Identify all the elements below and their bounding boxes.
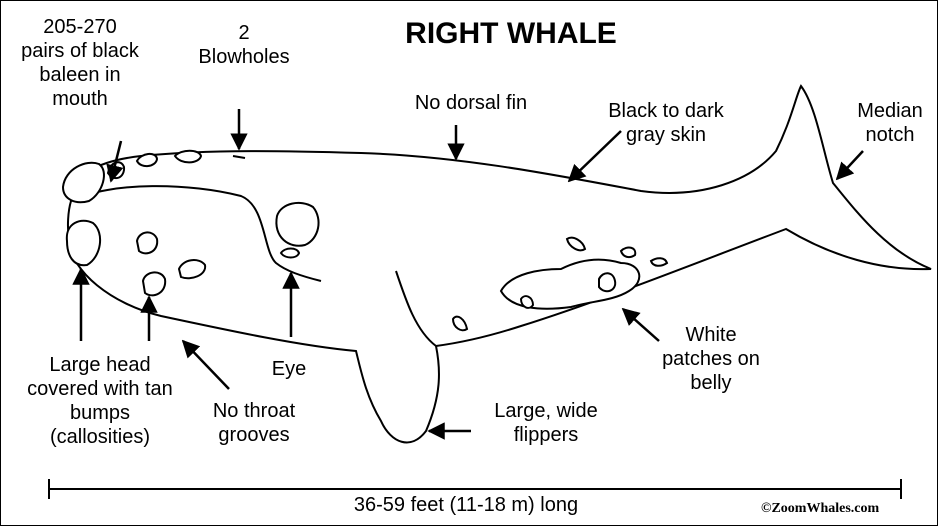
blowhole [233,156,245,158]
label-large-head: Large head covered with tan bumps (callo… [5,353,195,449]
label-belly-patches: White patches on belly [641,323,781,395]
callosity [137,232,157,253]
callosity [67,221,100,265]
belly-patch [621,248,635,258]
belly-patch [521,296,533,308]
belly-patch [599,273,615,291]
label-throat-grooves: No throat grooves [189,399,319,447]
belly-patch [453,317,467,331]
notch-arrow [837,151,863,179]
diagram-title: RIGHT WHALE [301,17,721,51]
label-baleen: 205-270 pairs of black baleen in mouth [5,15,155,111]
label-eye: Eye [259,357,319,381]
copyright-notice: ©ZoomWhales.com [761,501,879,517]
label-skin: Black to dark gray skin [591,99,741,147]
callosity [63,163,104,203]
belly-patch [567,238,585,251]
label-dorsal-fin: No dorsal fin [391,91,551,115]
label-blowholes: 2 Blowholes [189,21,299,69]
label-flippers: Large, wide flippers [471,399,621,447]
callosity [276,203,318,246]
label-length: 36-59 feet (11-18 m) long [301,493,631,517]
label-median-notch: Median notch [845,99,935,147]
belly-patch [651,258,667,266]
callosity [143,272,165,295]
callosity [179,260,205,278]
flipper-line [396,271,436,346]
callosity [175,151,201,163]
callosity [281,249,299,258]
